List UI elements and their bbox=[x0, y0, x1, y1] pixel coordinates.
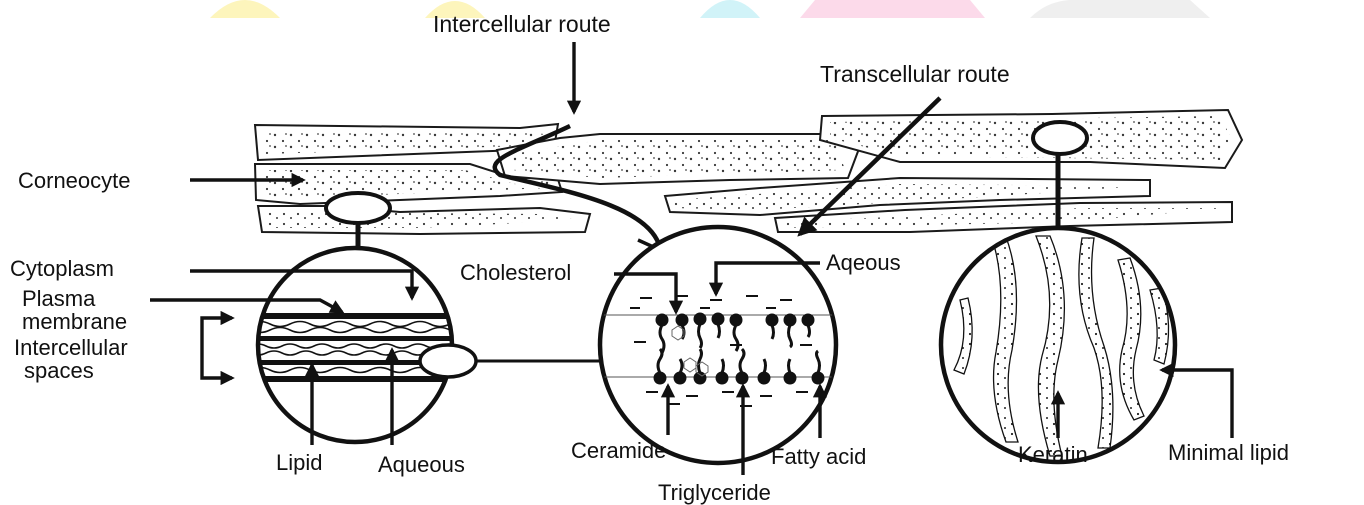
keratin-label: Keratin bbox=[1018, 442, 1088, 467]
lipid-label: Lipid bbox=[276, 450, 322, 475]
ceramide-label: Ceramide bbox=[571, 438, 666, 463]
intercellular-route-label: Intercellular route bbox=[433, 11, 611, 37]
transcellular-route-label: Transcellular route bbox=[820, 61, 1010, 87]
fatty-acid-label: Fatty acid bbox=[771, 444, 866, 469]
plasma-membrane-label-2: membrane bbox=[22, 309, 127, 334]
intercellular-spaces-label-1: Intercellular bbox=[14, 335, 128, 360]
cytoplasm-label: Cytoplasm bbox=[10, 256, 114, 281]
intercellular-spaces-label-2: spaces bbox=[24, 358, 94, 383]
zoom-marker-circle bbox=[326, 193, 390, 223]
background-blobs bbox=[210, 0, 1210, 18]
triglyceride-label: Triglyceride bbox=[658, 480, 771, 505]
zoom-marker-circle bbox=[1033, 122, 1087, 154]
right-panel: Keratin Minimal lipid bbox=[941, 122, 1289, 467]
aqueous-label: Aqueous bbox=[378, 452, 465, 477]
minimal-lipid-label: Minimal lipid bbox=[1168, 440, 1289, 465]
inset-marker-circle bbox=[420, 345, 476, 377]
plasma-membrane-label-1: Plasma bbox=[22, 286, 96, 311]
corneocyte-label: Corneocyte bbox=[18, 168, 131, 193]
middle-panel: Cholesterol Aqeous Ceramide Triglyceride… bbox=[460, 227, 901, 505]
cholesterol-label: Cholesterol bbox=[460, 260, 571, 285]
aqeous-label: Aqeous bbox=[826, 250, 901, 275]
